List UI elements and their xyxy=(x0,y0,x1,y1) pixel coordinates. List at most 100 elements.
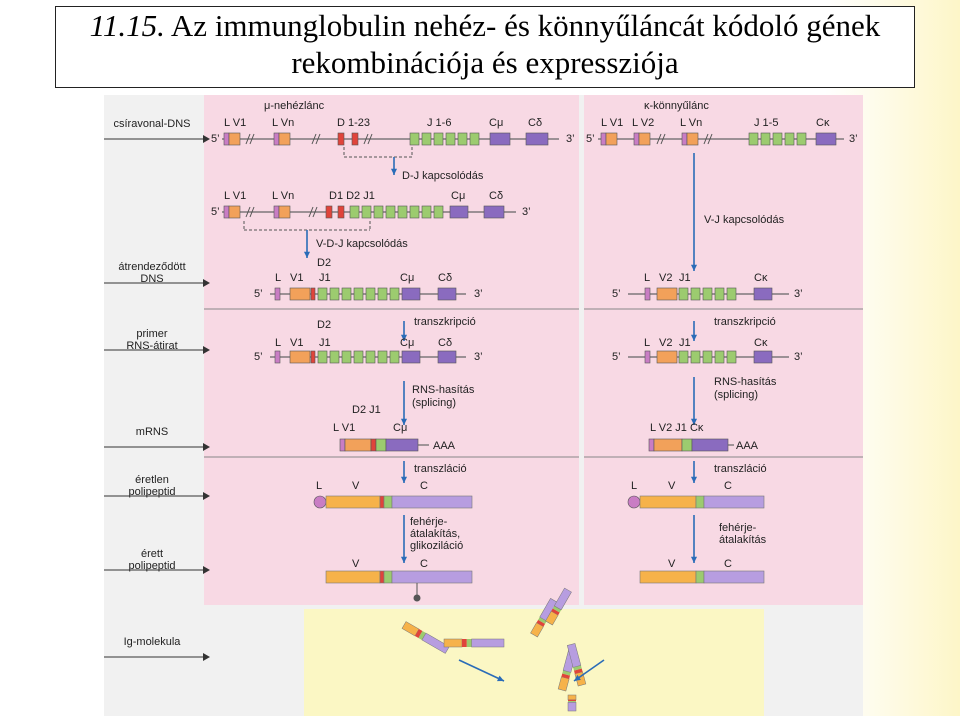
cmu-exons xyxy=(449,205,469,219)
assembly-arrow xyxy=(458,659,505,682)
j-segment xyxy=(349,205,360,219)
strand-break xyxy=(315,133,321,145)
ig-y-arm-part xyxy=(561,673,570,679)
p-v1: V1 xyxy=(290,337,303,349)
processing-label: fehérje-átalakítás xyxy=(719,522,767,546)
j-segment xyxy=(702,287,713,301)
cmu-exons xyxy=(401,350,421,364)
lp-v2: V2 xyxy=(659,337,672,349)
j-segment xyxy=(361,205,372,219)
row-label-germline: csíravonal-DNS xyxy=(113,118,190,130)
poly-a-label: AAA xyxy=(736,440,759,452)
lu-l: L xyxy=(631,480,637,492)
j-segment xyxy=(353,287,364,301)
j-segment xyxy=(389,350,400,364)
ig-light-chain-part xyxy=(553,587,572,611)
p-d2: D2 xyxy=(317,319,331,331)
p-j1: J1 xyxy=(319,337,331,349)
ig-y-stem-part xyxy=(568,701,576,703)
processing-arrow-head xyxy=(400,556,408,563)
c-domain xyxy=(703,495,765,509)
ig-y-arm-part xyxy=(562,670,571,676)
ig-heavy-chain xyxy=(443,638,505,648)
ig-y-stem-part xyxy=(567,694,577,701)
j-segment xyxy=(433,205,444,219)
lg-ck: Cκ xyxy=(816,117,830,129)
d-domain xyxy=(379,570,385,584)
vj-step-label: V-J kapcsolódás xyxy=(704,214,785,226)
strand-break xyxy=(249,133,255,145)
strand-break xyxy=(703,133,709,145)
lg-lv1-v xyxy=(605,132,618,146)
m-lv1: L V1 xyxy=(333,422,355,434)
strand-break xyxy=(367,133,373,145)
j-segment xyxy=(690,287,701,301)
transcription-arrow-head xyxy=(690,334,698,341)
t-v: V xyxy=(352,558,360,570)
glycan-dot xyxy=(413,594,421,602)
ig-light-chain-part xyxy=(536,619,546,627)
three-prime: 3’ xyxy=(849,133,858,145)
p-cdelta: Cδ xyxy=(438,337,452,349)
lg-lv1-leader xyxy=(600,132,607,146)
d-segment xyxy=(337,132,345,146)
translation-label: transzláció xyxy=(414,463,467,475)
j-segment xyxy=(341,350,352,364)
transcription-label: transzkripció xyxy=(414,316,476,328)
assembly-arrow-head xyxy=(574,674,581,681)
r-v1: V1 xyxy=(290,272,303,284)
i-lv1-v xyxy=(228,205,241,219)
five-prime: 5’ xyxy=(612,288,621,300)
strand-break xyxy=(660,133,666,145)
lp-ck: Cκ xyxy=(754,337,768,349)
splicing-label: RNS-hasítás(splicing) xyxy=(412,384,475,409)
row-arrowhead-mrna xyxy=(203,443,210,451)
five-prime: 5’ xyxy=(254,288,263,300)
lp-j1: J1 xyxy=(679,337,691,349)
ig-heavy-chain-part xyxy=(471,638,505,648)
processing-arrow-head xyxy=(690,556,698,563)
j-segment xyxy=(409,132,420,146)
ig-heavy-chain-part xyxy=(418,631,426,640)
lt-v: V xyxy=(668,558,676,570)
i-lvn: L Vn xyxy=(272,190,294,202)
lr-v2: V2 xyxy=(659,272,672,284)
lg-lvn-leader xyxy=(681,132,688,146)
assembly-arrow-head xyxy=(497,675,504,682)
leader xyxy=(339,438,346,452)
strand-break xyxy=(363,133,369,145)
g-j: J 1-6 xyxy=(427,117,451,129)
p-cmu: Cμ xyxy=(400,337,414,349)
ig-heavy-chain-part xyxy=(443,638,463,648)
slide-title: 11.15. Az immunglobulin nehéz- és könnyű… xyxy=(55,6,915,88)
ig-light-chain xyxy=(530,598,558,638)
lg-lv2: L V2 xyxy=(632,117,654,129)
strand-break xyxy=(245,133,251,145)
j-segment xyxy=(796,132,807,146)
v-domain xyxy=(639,570,697,584)
three-prime: 3’ xyxy=(474,351,483,363)
d2-segment xyxy=(310,350,316,364)
u-c: C xyxy=(420,480,428,492)
c-region xyxy=(691,438,729,452)
ig-y-stem-part xyxy=(567,702,577,712)
j-region xyxy=(681,438,693,452)
j-segment xyxy=(457,132,468,146)
g-lv1-leader xyxy=(223,132,230,146)
r-cdelta: Cδ xyxy=(438,272,452,284)
lp-l: L xyxy=(644,337,650,349)
d-region xyxy=(370,438,377,452)
row-arrowhead-ig xyxy=(203,653,210,661)
g-lvn-v xyxy=(278,132,291,146)
lg-lv2-leader xyxy=(633,132,640,146)
j-segment xyxy=(365,287,376,301)
cmu-exons xyxy=(489,132,511,146)
transcription-label: transzkripció xyxy=(714,316,776,328)
i-lv1: L V1 xyxy=(224,190,246,202)
v2-segment xyxy=(656,350,678,364)
row-arrowhead-mature xyxy=(203,566,210,574)
translation-arrow-head xyxy=(400,476,408,483)
